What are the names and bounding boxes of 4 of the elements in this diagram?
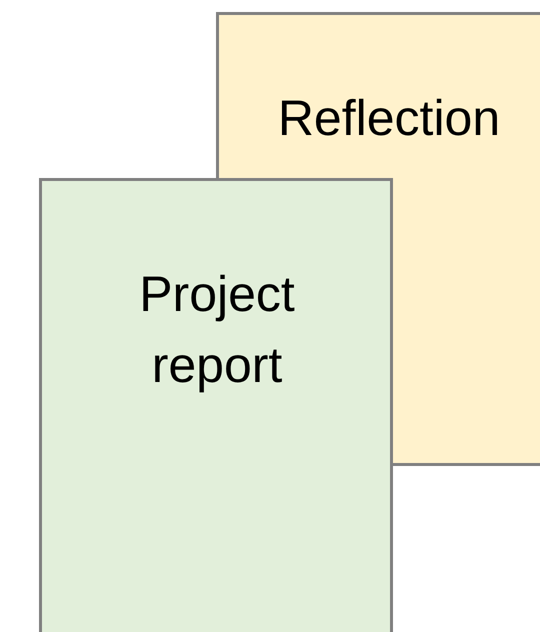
- card-title: Reflection: [276, 89, 502, 148]
- card-title: Project report: [138, 265, 296, 395]
- document-card: [216, 12, 540, 178]
- document-card: [39, 178, 393, 632]
